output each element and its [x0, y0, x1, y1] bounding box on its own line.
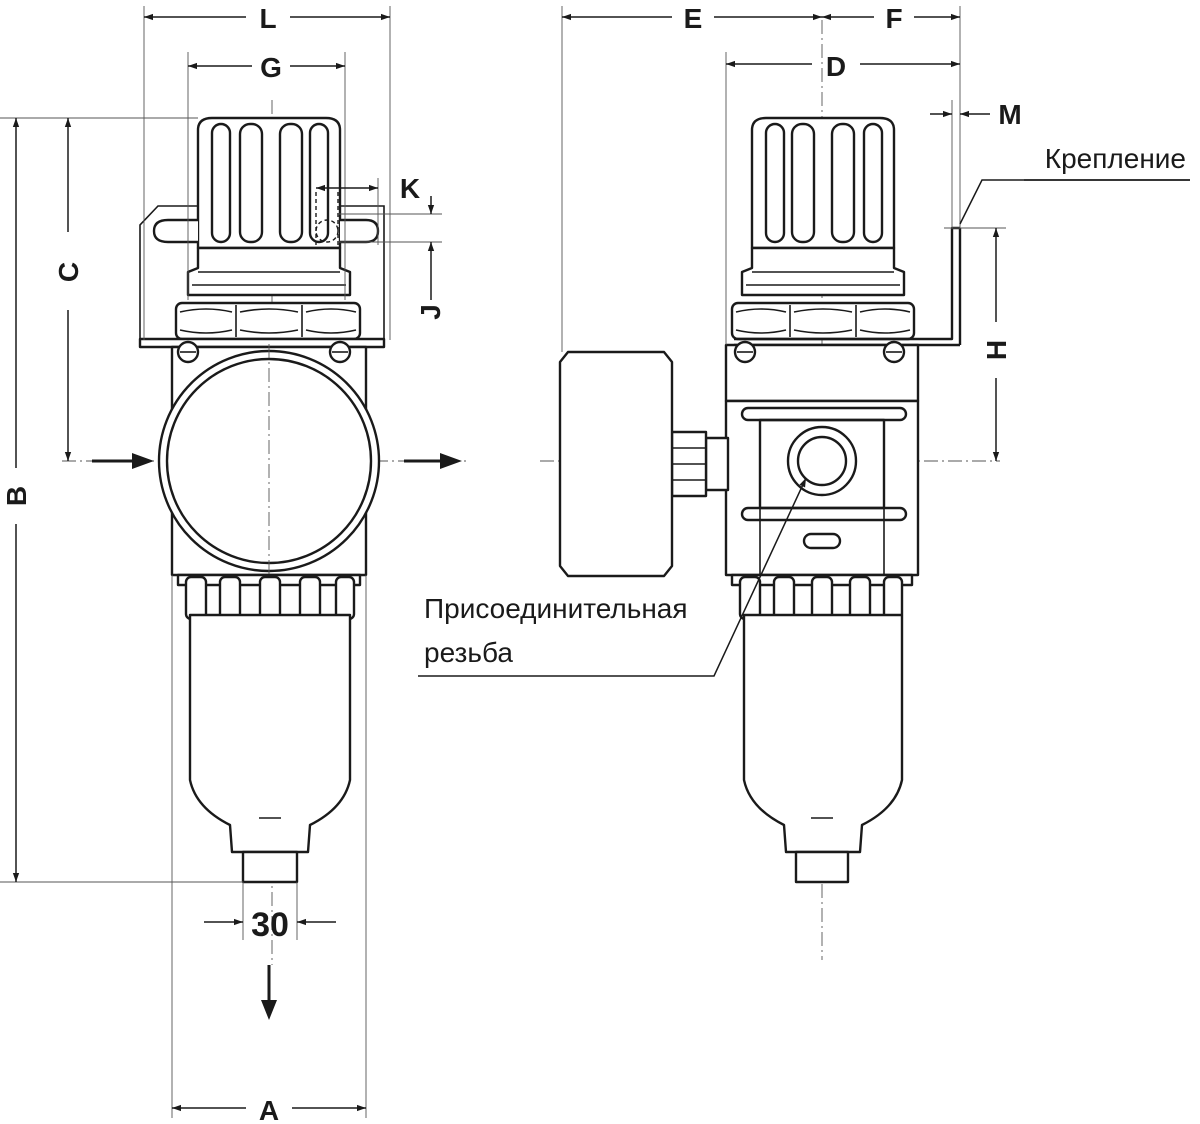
drain-width-label: 30 — [251, 906, 289, 944]
drain-valve — [794, 850, 850, 884]
drain-valve — [241, 850, 299, 884]
dim-label-J: J — [415, 304, 446, 320]
dimensions-side — [561, 6, 1006, 461]
dim-label-M: M — [998, 99, 1021, 130]
dim-label-L: L — [259, 3, 276, 34]
mounting-leader — [959, 179, 1190, 225]
front-view — [62, 100, 470, 965]
dim-label-B: B — [1, 486, 32, 506]
dim-label-G: G — [260, 52, 282, 83]
dim-label-C: C — [53, 262, 84, 282]
pressure-gauge — [558, 350, 674, 578]
dim-label-E: E — [684, 3, 703, 34]
side-view — [540, 20, 1000, 960]
dim-label-A: A — [259, 1095, 279, 1124]
filter-bowl — [188, 613, 352, 854]
dim-label-D: D — [826, 51, 846, 82]
dim-label-F: F — [885, 3, 902, 34]
arrow-down-icon — [261, 965, 277, 1020]
mounting-callout: Крепление — [1045, 143, 1186, 174]
mounting-bracket — [139, 192, 385, 340]
dimensions-front — [0, 6, 442, 1118]
filter-bowl — [742, 613, 904, 854]
thread-callout-line1: Присоединительная — [424, 593, 688, 624]
adjustment-knob — [750, 116, 896, 250]
adjustment-knob — [196, 116, 342, 250]
thread-callout-line2: резьба — [424, 637, 513, 668]
arrow-right-icon — [404, 453, 462, 469]
dim-label-K: K — [400, 173, 420, 204]
arrow-right-icon — [92, 453, 154, 469]
dim-label-H: H — [981, 340, 1012, 360]
thread-leader — [418, 477, 807, 677]
